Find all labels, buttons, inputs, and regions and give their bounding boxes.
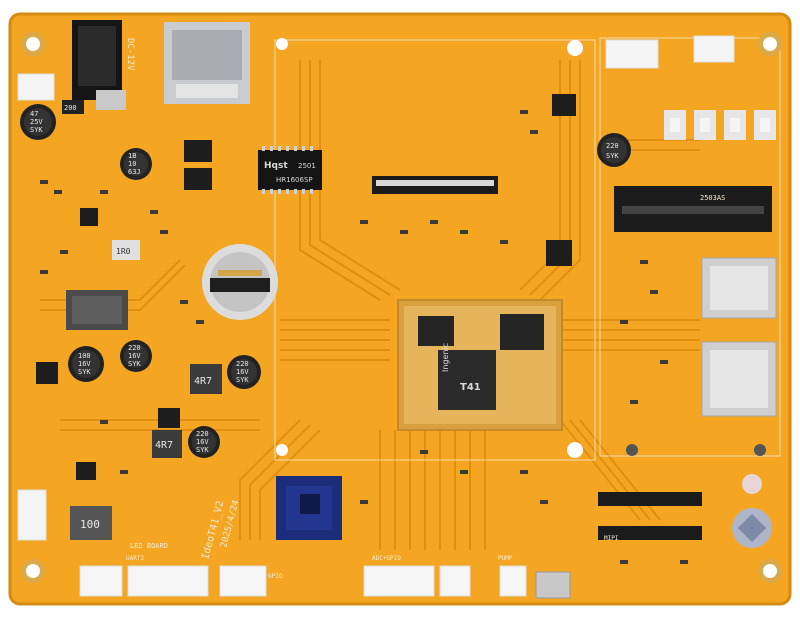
ic-small-6 [76,462,96,480]
coin-cell-holder [202,244,278,320]
inductor-l4-value: 100 [80,518,100,531]
round-sensor [732,508,772,548]
smd-components [40,110,688,564]
cap-c4-value: 100 [78,352,91,360]
capacitor-c2 [120,148,152,180]
power-module-left [66,290,128,330]
cap-c5-brand: SYK [128,360,141,368]
cap-c7-brand: SYK [196,446,209,454]
jst-connector-top-left [17,73,55,101]
lan-brand: Hqst [264,161,288,171]
ic-small-4 [36,362,58,384]
cap-c3-brand: SYK [606,152,619,160]
uart-label: UART2 [126,555,144,562]
ethernet-jack [164,22,250,104]
cap-c4-brand: SYK [78,368,91,376]
capacitor-c4 [68,346,104,382]
cap-c1-brand: SYK [30,126,43,134]
jst-connector-top-right-2 [693,35,735,63]
cap-c1-value: 47 [30,110,38,118]
ic-small-3 [80,208,98,226]
ic-small-8 [552,94,576,116]
inductor-l3-value: 4R7 [155,440,173,451]
jst-connector-top-right-1 [605,39,659,69]
tactile-buttons [664,110,776,140]
cap-c5-value: 220 [128,344,141,352]
cap-c5-voltage: 16V [128,352,141,360]
dc-power-label: DC-12V [125,38,135,71]
capacitor-c3 [597,133,631,167]
pump-label: PUMP [498,555,513,562]
inductor-l2 [190,364,222,394]
sim-card-slot [701,257,777,319]
ic-small-2 [184,168,212,190]
resistor-code: 200 [64,104,77,112]
lan-model: HR1606SP [276,176,313,184]
light-sensor [742,474,762,494]
cap-c3-value: 220 [606,142,619,150]
resistor-200 [62,100,84,114]
cap-c4-voltage: 16V [78,360,91,368]
inductor-l3 [152,430,182,458]
mipi-label: MIPI [604,535,619,542]
adc-label: ADC+GPIO [372,555,401,562]
fpc-connector-bottom-2 [598,526,702,540]
board-label-led: LED BOARD [130,542,168,550]
cap-c7-voltage: 16V [196,438,209,446]
ic-small-5 [158,408,180,428]
capacitor-c5 [120,340,152,372]
sd-card-slot [701,341,777,417]
fpc-connector-bottom-1 [598,492,702,506]
soc-module [397,299,563,431]
cap-c6-value: 220 [236,360,249,368]
wifi-module [276,476,342,540]
cap-c2-line2: 10 [128,160,136,168]
cap-c6-brand: SYK [236,376,249,384]
cap-c2-line1: 1B [128,152,136,160]
cap-c6-voltage: 16V [236,368,249,376]
gpio-label: GPIO [268,573,283,580]
m2-slot [614,186,772,232]
dc-power-jack [72,20,126,110]
capacitor-c6 [227,355,261,389]
fpc-connector-top [372,176,498,194]
silkscreen-outlines [274,37,781,461]
inductor-l1-value: 1R0 [116,247,131,256]
inductor-l2-value: 4R7 [194,376,212,387]
lan-transformer [258,146,322,194]
ic-small-1 [184,140,212,162]
bottom-connectors [79,565,527,597]
cap-c7-value: 220 [196,430,209,438]
usb-micro-port [535,571,571,599]
soc-brand: Ingenic [441,343,450,372]
cap-c1-voltage: 25V [30,118,43,126]
capacitor-c1 [20,104,56,140]
ic-small-7 [546,240,572,266]
soc-model: T41 [460,382,481,393]
lan-code: 2501 [298,162,316,170]
inductor-l4 [70,506,112,540]
mounting-holes [21,32,782,583]
inductor-l1 [112,240,140,260]
cap-c2-line3: 63J [128,168,141,176]
jst-connector-left [17,489,47,541]
capacitor-c7 [188,426,220,458]
slot-label: 2503AS [700,194,725,202]
